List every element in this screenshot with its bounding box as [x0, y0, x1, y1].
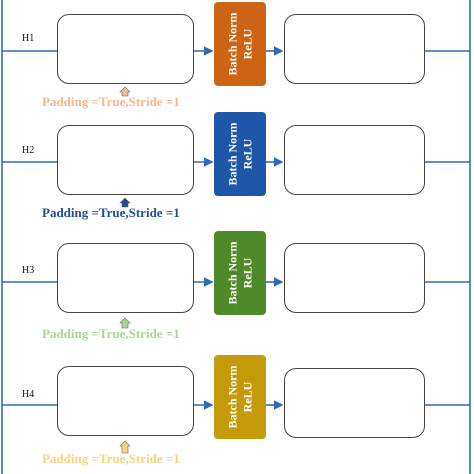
- padding-arrow-h2: [119, 197, 131, 208]
- output-panel-h3: [284, 243, 425, 313]
- padding-arrow-h4: [119, 440, 131, 454]
- row-label-h2: H2: [22, 145, 35, 156]
- batchnorm-label-h2: Batch Norm: [225, 122, 239, 186]
- batchnorm-relu-block-h4: Batch Norm ReLU: [214, 355, 266, 439]
- padding-label-h3: Padding =True,Stride =1: [42, 326, 180, 341]
- input-panel-h3: [57, 243, 194, 313]
- input-panel-h4: [57, 366, 194, 436]
- output-panel-h2: [284, 125, 425, 195]
- relu-label-h2: ReLU: [240, 138, 254, 170]
- relu-label-h1: ReLU: [240, 28, 254, 60]
- batchnorm-label-h4: Batch Norm: [225, 365, 239, 429]
- padding-label-h4: Padding =True,Stride =1: [42, 451, 180, 466]
- row-label-h1: H1: [22, 33, 35, 44]
- batchnorm-relu-block-h2: Batch Norm ReLU: [214, 112, 266, 196]
- input-panel-h2: [57, 125, 194, 195]
- relu-label-h4: ReLU: [240, 381, 254, 413]
- output-panel-h4: [284, 368, 425, 438]
- padding-arrow-h3: [119, 317, 131, 329]
- output-panel-h1: [284, 14, 425, 84]
- batchnorm-label-h3: Batch Norm: [225, 241, 239, 305]
- padding-label-h1: Padding =True,Stride =1: [42, 94, 180, 109]
- relu-label-h3: ReLU: [240, 257, 254, 289]
- batchnorm-relu-block-h3: Batch Norm ReLU: [214, 231, 266, 315]
- batchnorm-label-h1: Batch Norm: [225, 12, 239, 76]
- row-label-h4: H4: [22, 389, 35, 400]
- padding-label-h2: Padding =True,Stride =1: [42, 205, 180, 220]
- row-label-h3: H3: [22, 265, 35, 276]
- padding-arrow-h1: [119, 86, 131, 97]
- batchnorm-relu-block-h1: Batch Norm ReLU: [214, 2, 266, 86]
- input-panel-h1: [57, 14, 194, 84]
